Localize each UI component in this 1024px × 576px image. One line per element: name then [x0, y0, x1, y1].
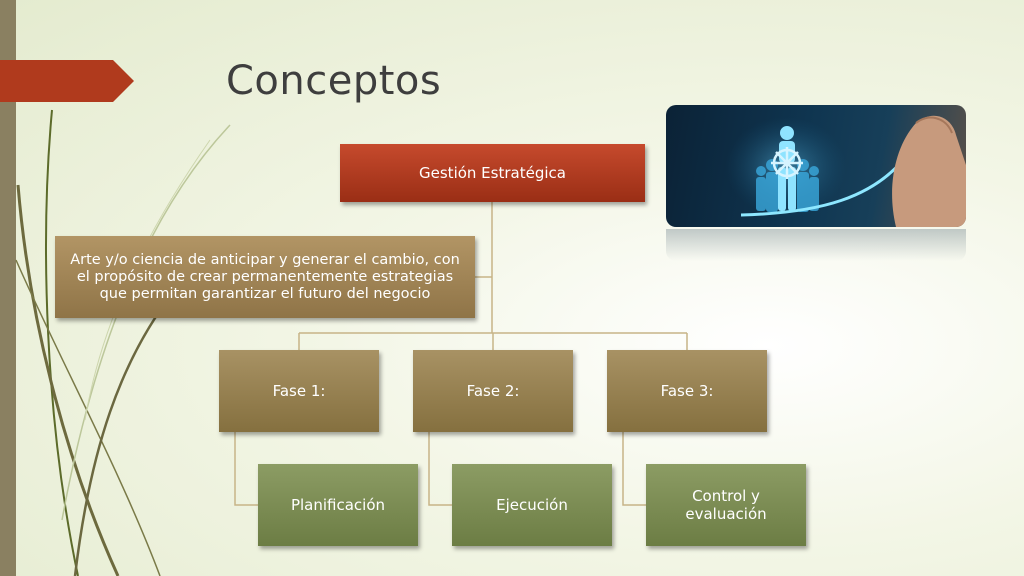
- left-accent-bar: [0, 0, 16, 576]
- title-arrow-tab: [0, 60, 134, 102]
- leadership-illustration-icon: [726, 115, 966, 227]
- node-gestion-estrategica: Gestión Estratégica: [340, 144, 645, 202]
- node-definition: Arte y/o ciencia de anticipar y generar …: [55, 236, 475, 318]
- node-phase-3: Fase 3:: [607, 350, 767, 432]
- node-phase-2: Fase 2:: [413, 350, 573, 432]
- photo-reflection: [666, 229, 966, 261]
- connector-child-1: [234, 432, 258, 506]
- node-planificacion: Planificación: [258, 464, 418, 546]
- node-ejecucion: Ejecución: [452, 464, 612, 546]
- business-leadership-photo: [666, 105, 966, 227]
- node-phase-1: Fase 1:: [219, 350, 379, 432]
- connector-child-3: [622, 432, 646, 506]
- slide-title: Conceptos: [226, 58, 442, 104]
- connector-child-2: [428, 432, 452, 506]
- node-control-evaluacion: Control y evaluación: [646, 464, 806, 546]
